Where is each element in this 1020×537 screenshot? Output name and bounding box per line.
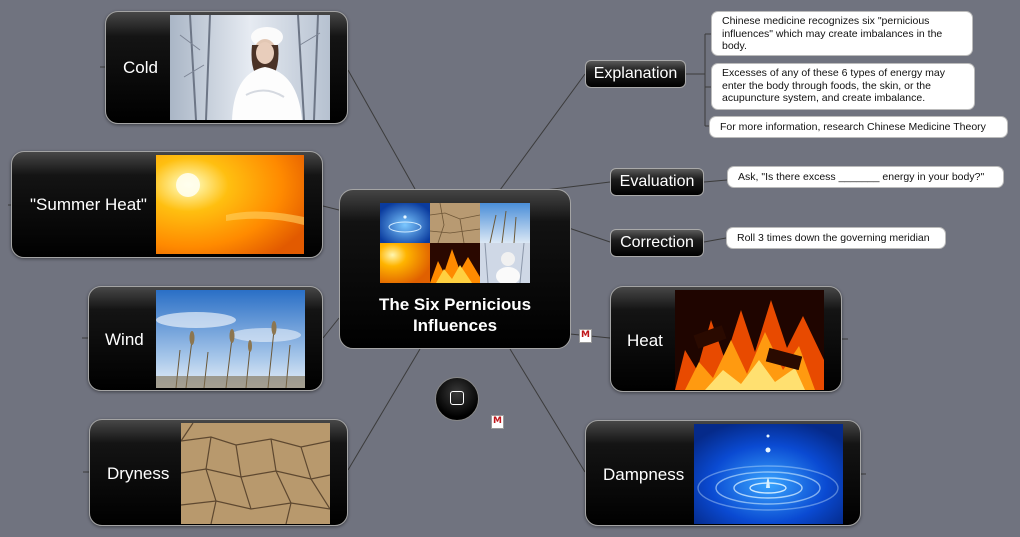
wind-image: [156, 290, 305, 388]
explanation-note-3[interactable]: For more information, research Chinese M…: [709, 116, 1008, 138]
dampness-image: [694, 424, 843, 524]
central-title-line1: The Six Pernicious: [378, 295, 532, 314]
explanation-note-2[interactable]: Excesses of any of these 6 types of ener…: [711, 63, 975, 110]
floating-topic-button[interactable]: [435, 377, 479, 421]
heat-thumbnail: [430, 243, 480, 283]
topic-dryness[interactable]: Dryness: [89, 419, 348, 526]
mindmap-file-letter: M: [581, 330, 590, 340]
topic-dampness[interactable]: Dampness: [585, 420, 861, 526]
branch-evaluation[interactable]: Evaluation: [610, 168, 704, 196]
topic-dampness-label: Dampness: [603, 465, 685, 484]
topic-summer-heat-label: "Summer Heat": [30, 195, 147, 214]
topic-heat-label: Heat: [627, 331, 663, 350]
summer-heat-thumbnail: [380, 243, 430, 283]
mindmap-file-icon[interactable]: M: [579, 329, 592, 343]
correction-note[interactable]: Roll 3 times down the governing meridian: [726, 227, 946, 249]
summer-heat-image: [156, 155, 304, 254]
cold-thumbnail: [480, 243, 530, 283]
dryness-thumbnail: [430, 203, 480, 243]
central-title-line2: Influences: [412, 316, 498, 335]
wind-thumbnail: [480, 203, 530, 243]
branch-explanation[interactable]: Explanation: [585, 60, 686, 88]
explanation-note-1[interactable]: Chinese medicine recognizes six "pernici…: [711, 11, 973, 56]
mindmap-file-letter-2: M: [493, 416, 502, 426]
branch-correction[interactable]: Correction: [610, 229, 704, 257]
topic-dryness-label: Dryness: [107, 464, 170, 483]
topic-wind[interactable]: Wind: [88, 286, 323, 391]
topic-cold[interactable]: Cold: [105, 11, 348, 124]
square-icon: [450, 391, 464, 405]
central-title: The Six Pernicious Influences: [340, 294, 570, 336]
topic-cold-label: Cold: [123, 58, 158, 77]
topic-wind-label: Wind: [105, 330, 144, 349]
dryness-image: [181, 423, 330, 524]
topic-heat[interactable]: Heat: [610, 286, 842, 392]
cold-image: [170, 15, 330, 120]
evaluation-note[interactable]: Ask, "Is there excess _______ energy in …: [727, 166, 1004, 188]
heat-image: [675, 290, 824, 390]
dampness-thumbnail: [380, 203, 430, 243]
mindmap-file-icon-2[interactable]: M: [491, 415, 504, 429]
topic-summer-heat[interactable]: "Summer Heat": [11, 151, 323, 258]
central-topic[interactable]: The Six Pernicious Influences: [339, 189, 571, 349]
